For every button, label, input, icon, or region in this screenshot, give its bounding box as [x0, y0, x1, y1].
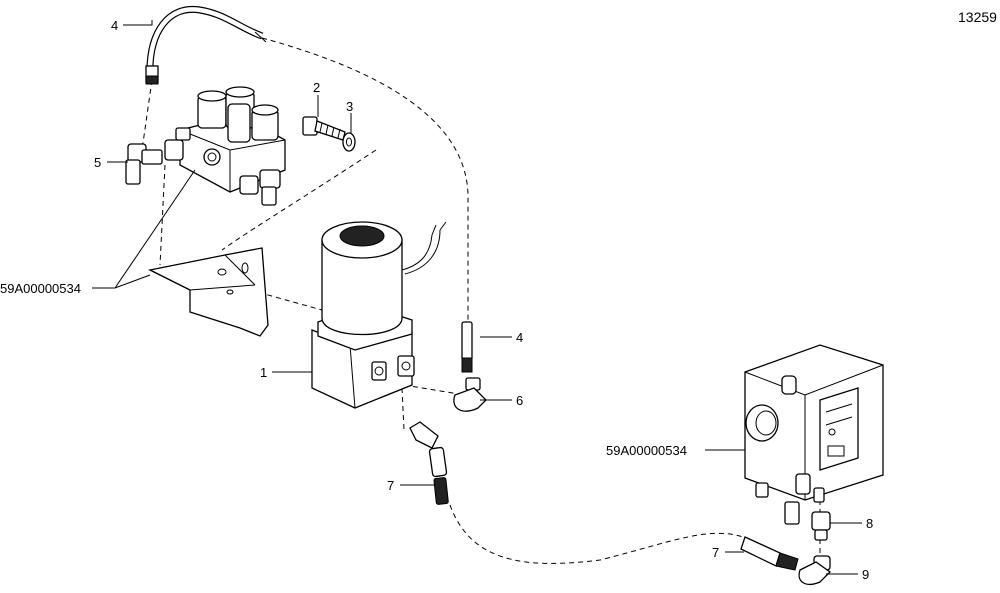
callout-7-mid: 7	[387, 478, 394, 493]
callout-3: 3	[346, 99, 353, 114]
callout-9: 9	[862, 567, 869, 582]
callout-4-top: 4	[111, 18, 118, 33]
callout-59a-right: 59A00000534	[606, 443, 687, 458]
figure-number: 13259	[958, 9, 997, 25]
mounting-bracket	[148, 247, 269, 337]
leader-lines	[92, 20, 862, 575]
elbow-fitting-6	[453, 377, 487, 412]
tube-4-mid	[461, 321, 473, 373]
callout-6: 6	[516, 393, 523, 408]
fitting-5	[125, 143, 163, 185]
callout-8: 8	[866, 516, 873, 531]
lubrication-unit	[744, 344, 884, 525]
hose-top	[145, 5, 267, 85]
fitting-8	[811, 511, 831, 541]
hose-7-mid	[409, 421, 449, 505]
elbow-fitting-9	[798, 555, 832, 585]
callout-4-mid: 4	[516, 330, 523, 345]
washer-3	[342, 132, 356, 152]
hose-7-bottom	[740, 536, 799, 571]
callout-2: 2	[313, 80, 320, 95]
pump-motor-1	[311, 221, 447, 409]
callout-1: 1	[260, 365, 267, 380]
callout-7-bottom: 7	[712, 545, 719, 560]
callout-labels: 4 2 3 5 59A00000534 4 1 6 7 59A00000534 …	[0, 18, 873, 582]
callout-5: 5	[94, 155, 101, 170]
callout-59a-left: 59A00000534	[0, 281, 81, 296]
solenoid-valve-block	[164, 86, 286, 206]
bolt-2	[302, 116, 346, 141]
